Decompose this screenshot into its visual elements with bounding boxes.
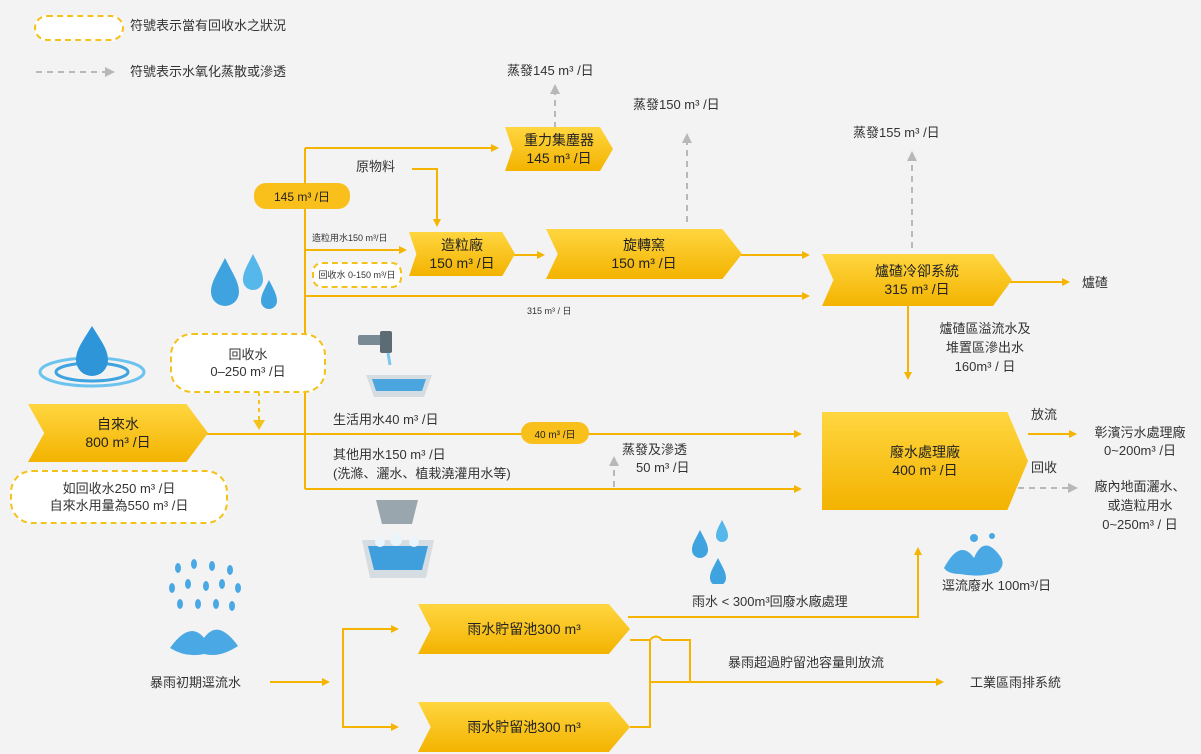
rain-overflow-label: 暴雨超過貯留池容量則放流 [728, 655, 885, 670]
slag-label: 爐碴 [1082, 275, 1109, 290]
recycle-label: 回收 [1031, 460, 1058, 475]
recycle-0-150-oval: 回收水 0-150 m³/日 [312, 262, 402, 288]
line-315-label: 315 m³ / 日 [527, 306, 572, 316]
granulation-label: 造粒廠 [440, 237, 483, 253]
reuse-label3: 0~250m³ / 日 [1102, 517, 1178, 532]
rotary-kiln-node: 旋轉窯 150 m³ /日 [546, 229, 742, 279]
runoff-label: 逕流廢水 100m³/日 [942, 578, 1052, 593]
rain-to-plant-arrow [628, 547, 922, 618]
granulation-node: 造粒廠 150 m³ /日 [409, 232, 515, 276]
recycled-note-line2: 自來水用量為550 m³ /日 [49, 498, 189, 513]
evap-155-label: 蒸發155 m³ /日 [853, 125, 940, 140]
pond2-overflow-line [630, 640, 651, 728]
evap-seep-label1: 蒸發及滲透 [622, 442, 688, 457]
rotary-kiln-label: 旋轉窯 [622, 237, 665, 253]
overflow-label1: 爐碴區溢流水及 [939, 321, 1031, 336]
slag-cooling-label: 爐碴冷卻系統 [875, 263, 959, 279]
early-runoff-label: 暴雨初期逕流水 [150, 675, 242, 690]
raindrops-icon [692, 520, 728, 584]
reuse-label1: 廠內地面灑水、 [1094, 479, 1186, 494]
rain-to-plant-label: 雨水 < 300m³回廢水廠處理 [692, 594, 848, 609]
reuse-label2: 或造粒用水 [1107, 498, 1173, 513]
changbin-label1: 彰濱污水處理廠 [1094, 425, 1186, 440]
recycle-down-head [253, 420, 265, 430]
gravity-collector-label: 重力集塵器 [524, 132, 594, 148]
slag-cooling-value: 315 m³ /日 [884, 281, 950, 297]
splash-icon [944, 533, 1003, 576]
rotary-kiln-value: 150 m³ /日 [611, 255, 677, 271]
recycle-water-oval: 回收水 0–250 m³ /日 [170, 333, 326, 393]
wastewater-plant-label: 廢水處理廠 [890, 444, 960, 460]
faucet-basin-icon [358, 331, 432, 397]
legend-recycle-text: 符號表示當有回收水之狀況 [130, 18, 287, 33]
discharge-label: 放流 [1031, 407, 1058, 422]
raw-material-label: 原物料 [356, 159, 396, 174]
other-water-label2: (洗滌、灑水、植栽澆灌用水等) [333, 466, 511, 481]
rain-pond-1-node: 雨水貯留池300 m³ [418, 604, 630, 654]
overflow-label3: 160m³ / 日 [954, 359, 1016, 374]
recycled-note-oval: 如回收水250 m³ /日 自來水用量為550 m³ /日 [10, 470, 228, 524]
tap-water-label: 自來水 [96, 416, 139, 432]
tap-water-node: 自來水 800 m³ /日 [28, 404, 208, 462]
wastewater-plant-node: 廢水處理廠 400 m³ /日 [822, 412, 1028, 510]
evap-seep-label2: 50 m³ /日 [636, 460, 690, 475]
recycle-water-value: 0–250 m³ /日 [210, 364, 286, 379]
legend-evap-text: 符號表示水氧化蒸散或滲透 [130, 64, 287, 79]
pill-145: 145 m³ /日 [254, 183, 350, 209]
rain-pond-2-label: 雨水貯留池300 m³ [467, 719, 581, 735]
other-water-label1: 其他用水150 m³ /日 [333, 447, 446, 462]
raw-material-arrow [412, 168, 441, 227]
recycle-water-title: 回收水 [228, 347, 268, 362]
pond1-overflow-line [630, 635, 691, 682]
overflow-label2: 堆置區滲出水 [945, 340, 1024, 355]
water-drops-icon [211, 254, 277, 309]
rain-splash-icon [169, 559, 241, 656]
rain-pond-2-node: 雨水貯留池300 m³ [418, 702, 630, 752]
wastewater-plant-value: 400 m³ /日 [892, 462, 958, 478]
legend-dashed-oval [34, 15, 124, 41]
slag-cooling-node: 爐碴冷卻系統 315 m³ /日 [822, 254, 1012, 306]
rain-pond-1-label: 雨水貯留池300 m³ [467, 621, 581, 637]
pill-40: 40 m³ /日 [521, 422, 589, 444]
tap-water-value: 800 m³ /日 [85, 434, 151, 450]
to-pond2-arrow [342, 682, 399, 731]
gravity-collector-value: 145 m³ /日 [526, 150, 592, 166]
to-pond1-arrow [342, 625, 399, 682]
evap-145-label: 蒸發145 m³ /日 [507, 63, 594, 78]
recycled-note-line1: 如回收水250 m³ /日 [62, 481, 176, 496]
granulation-value: 150 m³ /日 [429, 255, 495, 271]
changbin-label2: 0~200m³ /日 [1104, 443, 1176, 458]
evap-150-label: 蒸發150 m³ /日 [633, 97, 720, 112]
washing-basin-icon [362, 500, 434, 578]
storm-drain-label: 工業區雨排系統 [970, 675, 1062, 690]
gravity-collector-node: 重力集塵器 145 m³ /日 [505, 127, 613, 171]
granulation-water-label: 造粒用水150 m³/日 [312, 233, 388, 243]
water-ripple-icon [38, 326, 146, 388]
domestic-water-label: 生活用水40 m³ /日 [333, 412, 439, 427]
